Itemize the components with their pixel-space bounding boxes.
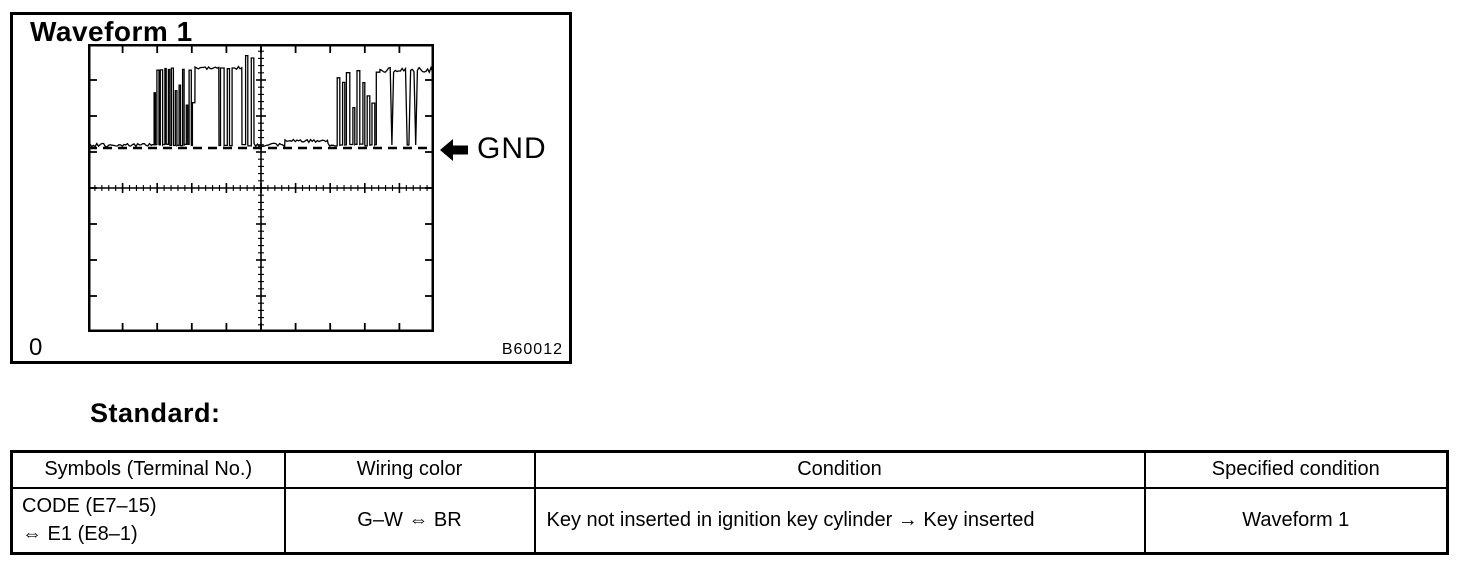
zero-reference-label: 0 bbox=[29, 334, 43, 361]
symbols-cell: CODE (E7–15) ⇔ E1 (E8–1) bbox=[10, 486, 286, 555]
wiring-color-cell: G–W ⇔ BR bbox=[283, 486, 536, 555]
figure-title: Waveform 1 bbox=[30, 16, 193, 47]
header-symbols: Symbols (Terminal No.) bbox=[10, 450, 286, 489]
table-header-row: Symbols (Terminal No.) Wiring color Cond… bbox=[10, 450, 1449, 489]
condition-cell: Key not inserted in ignition key cylinde… bbox=[533, 486, 1146, 555]
symbols-line2: ⇔ E1 (E8–1) bbox=[22, 523, 138, 546]
gnd-marker: GND bbox=[440, 134, 547, 166]
figure-code: B60012 bbox=[501, 341, 563, 358]
standard-heading: Standard: bbox=[90, 398, 221, 428]
header-wiring-color: Wiring color bbox=[283, 450, 536, 489]
standard-table: Symbols (Terminal No.) Wiring color Cond… bbox=[10, 450, 1449, 555]
waveform-trace bbox=[89, 54, 434, 149]
header-condition: Condition bbox=[533, 450, 1146, 489]
symbols-line1: CODE (E7–15) bbox=[22, 495, 157, 518]
gnd-label: GND bbox=[477, 132, 547, 165]
specified-condition-cell: Waveform 1 bbox=[1143, 486, 1449, 555]
oscilloscope-grid bbox=[88, 44, 434, 332]
table-row: CODE (E7–15) ⇔ E1 (E8–1) G–W ⇔ BR Key no… bbox=[10, 486, 1449, 555]
left-arrow-icon bbox=[440, 139, 468, 161]
header-specified-condition: Specified condition bbox=[1143, 450, 1449, 489]
waveform-figure: Waveform 1 GND 0 B60012 bbox=[10, 12, 572, 364]
